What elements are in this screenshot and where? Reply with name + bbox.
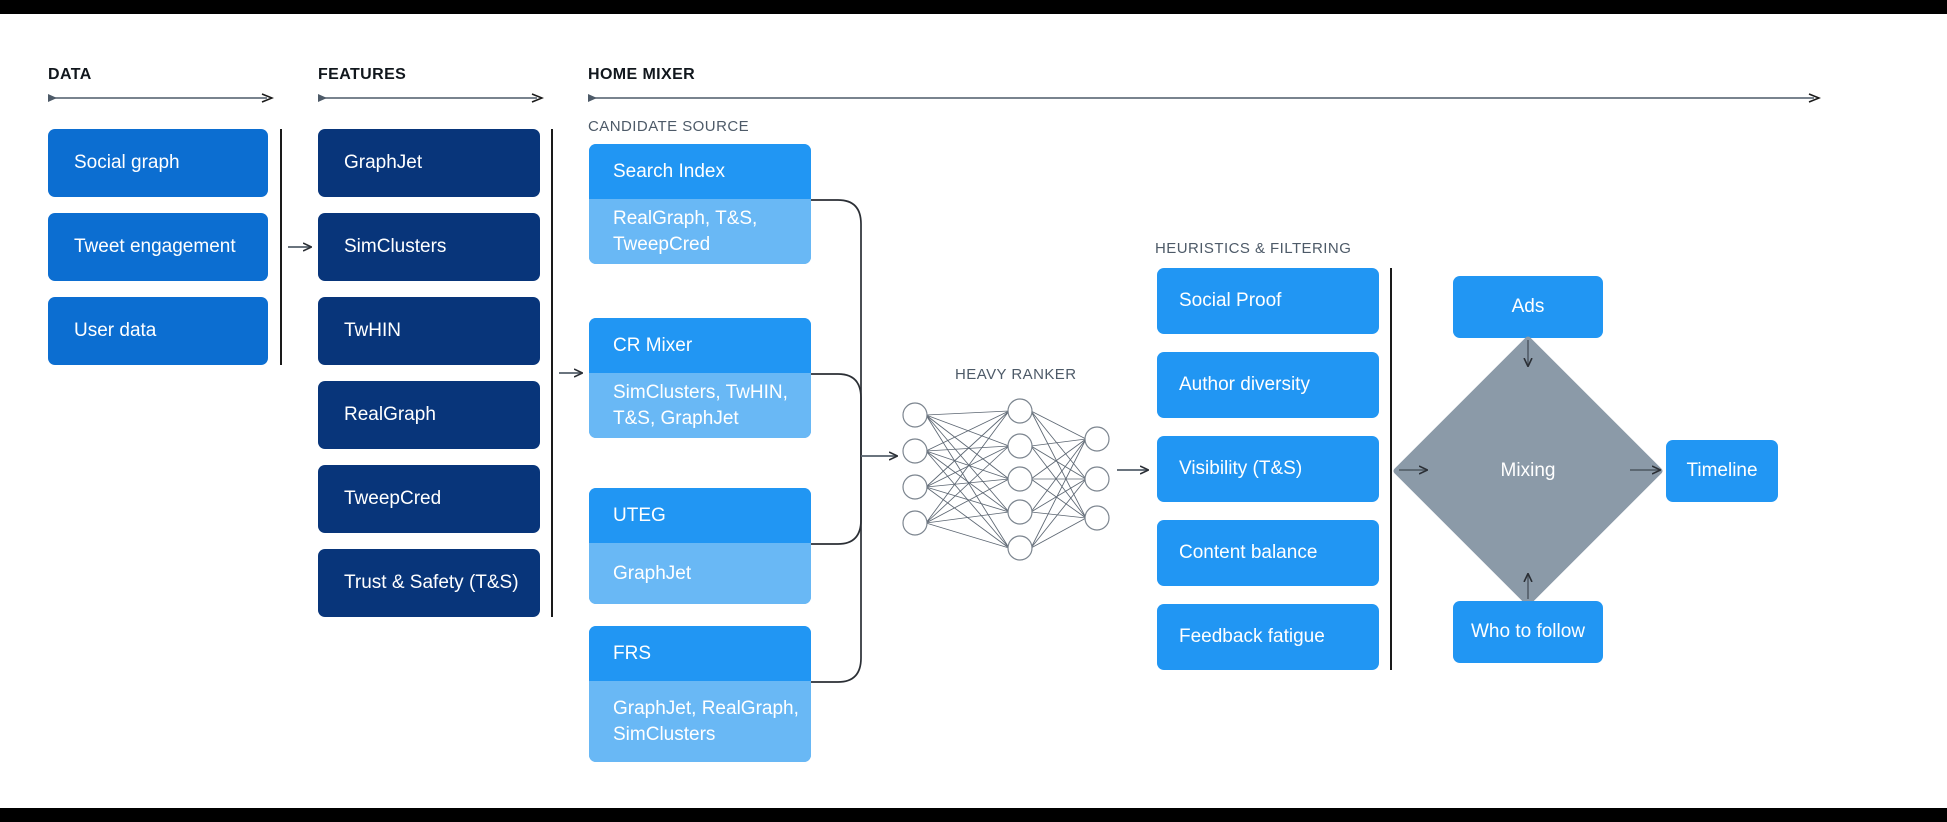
candidate-source-name: Search Index (589, 144, 811, 199)
diagram-canvas: DATA FEATURES HOME MIXER CANDIDA (0, 14, 1947, 808)
section-title-home-mixer: HOME MIXER (588, 66, 696, 83)
candidate-source-name: UTEG (589, 488, 811, 543)
letterbox-bottom (0, 808, 1947, 822)
data-box-social-graph[interactable]: Social graph (48, 129, 268, 197)
candidate-source-card-cr-mixer[interactable]: CR Mixer SimClusters, TwHIN, T&S, GraphJ… (589, 318, 811, 438)
divider-heuristics-output (1390, 268, 1392, 670)
feature-box-label: RealGraph (344, 404, 436, 426)
mixing-label: Mixing (1500, 460, 1556, 481)
bracket-candidate-sources (811, 199, 862, 683)
section-rule-data (48, 90, 275, 103)
feature-box-graphjet[interactable]: GraphJet (318, 129, 540, 197)
heuristic-box-label: Feedback fatigue (1179, 626, 1325, 648)
candidate-source-features: GraphJet (589, 543, 811, 604)
feature-box-label: TwHIN (344, 320, 401, 342)
subsection-title-heavy-ranker: HEAVY RANKER (955, 366, 1077, 383)
candidate-source-card-uteg[interactable]: UTEG GraphJet (589, 488, 811, 604)
heuristic-box-label: Author diversity (1179, 374, 1310, 396)
data-box-tweet-engagement[interactable]: Tweet engagement (48, 213, 268, 281)
heuristic-box-label: Visibility (T&S) (1179, 458, 1303, 480)
heuristic-box-label: Content balance (1179, 542, 1318, 564)
divider-data-features (280, 129, 282, 365)
output-box-who-to-follow[interactable]: Who to follow (1453, 601, 1603, 663)
heuristic-box-label: Social Proof (1179, 290, 1282, 312)
data-box-label: User data (74, 320, 157, 342)
section-rule-features (318, 90, 545, 103)
heavy-ranker-network (902, 398, 1110, 561)
candidate-source-features: GraphJet, RealGraph, SimClusters (589, 681, 811, 762)
heuristic-box-author-diversity[interactable]: Author diversity (1157, 352, 1379, 418)
section-title-data: DATA (48, 66, 92, 83)
subsection-title-candidate-source: CANDIDATE SOURCE (588, 118, 750, 135)
feature-box-simclusters[interactable]: SimClusters (318, 213, 540, 281)
divider-features-home-mixer (551, 129, 553, 617)
output-box-ads[interactable]: Ads (1453, 276, 1603, 338)
heuristic-box-visibility[interactable]: Visibility (T&S) (1157, 436, 1379, 502)
output-box-label: Ads (1511, 296, 1545, 318)
section-title-features: FEATURES (318, 66, 407, 83)
feature-box-label: TweepCred (344, 488, 442, 510)
subsection-title-heuristics: HEURISTICS & FILTERING (1155, 240, 1352, 257)
candidate-source-card-search-index[interactable]: Search Index RealGraph, T&S, TweepCred (589, 144, 811, 264)
feature-box-realgraph[interactable]: RealGraph (318, 381, 540, 449)
output-box-label: Timeline (1686, 460, 1758, 482)
feature-box-trust-safety[interactable]: Trust & Safety (T&S) (318, 549, 540, 617)
feature-box-label: GraphJet (344, 152, 423, 174)
feature-box-twhin[interactable]: TwHIN (318, 297, 540, 365)
feature-box-label: SimClusters (344, 236, 447, 258)
feature-box-label: Trust & Safety (T&S) (344, 572, 519, 594)
output-box-label: Who to follow (1470, 621, 1586, 643)
heuristic-box-feedback-fatigue[interactable]: Feedback fatigue (1157, 604, 1379, 670)
letterbox-top (0, 0, 1947, 14)
connector-overlay (288, 199, 1947, 683)
data-box-user-data[interactable]: User data (48, 297, 268, 365)
heuristic-box-content-balance[interactable]: Content balance (1157, 520, 1379, 586)
data-box-label: Tweet engagement (74, 236, 236, 258)
heuristic-box-social-proof[interactable]: Social Proof (1157, 268, 1379, 334)
candidate-source-name: FRS (589, 626, 811, 681)
feature-box-tweepcred[interactable]: TweepCred (318, 465, 540, 533)
candidate-source-features: SimClusters, TwHIN, T&S, GraphJet (589, 373, 811, 438)
output-box-timeline[interactable]: Timeline (1666, 440, 1778, 502)
candidate-source-card-frs[interactable]: FRS GraphJet, RealGraph, SimClusters (589, 626, 811, 762)
data-box-label: Social graph (74, 152, 180, 174)
candidate-source-name: CR Mixer (589, 318, 811, 373)
section-rule-home-mixer (588, 90, 1822, 103)
candidate-source-features: RealGraph, T&S, TweepCred (589, 199, 811, 264)
